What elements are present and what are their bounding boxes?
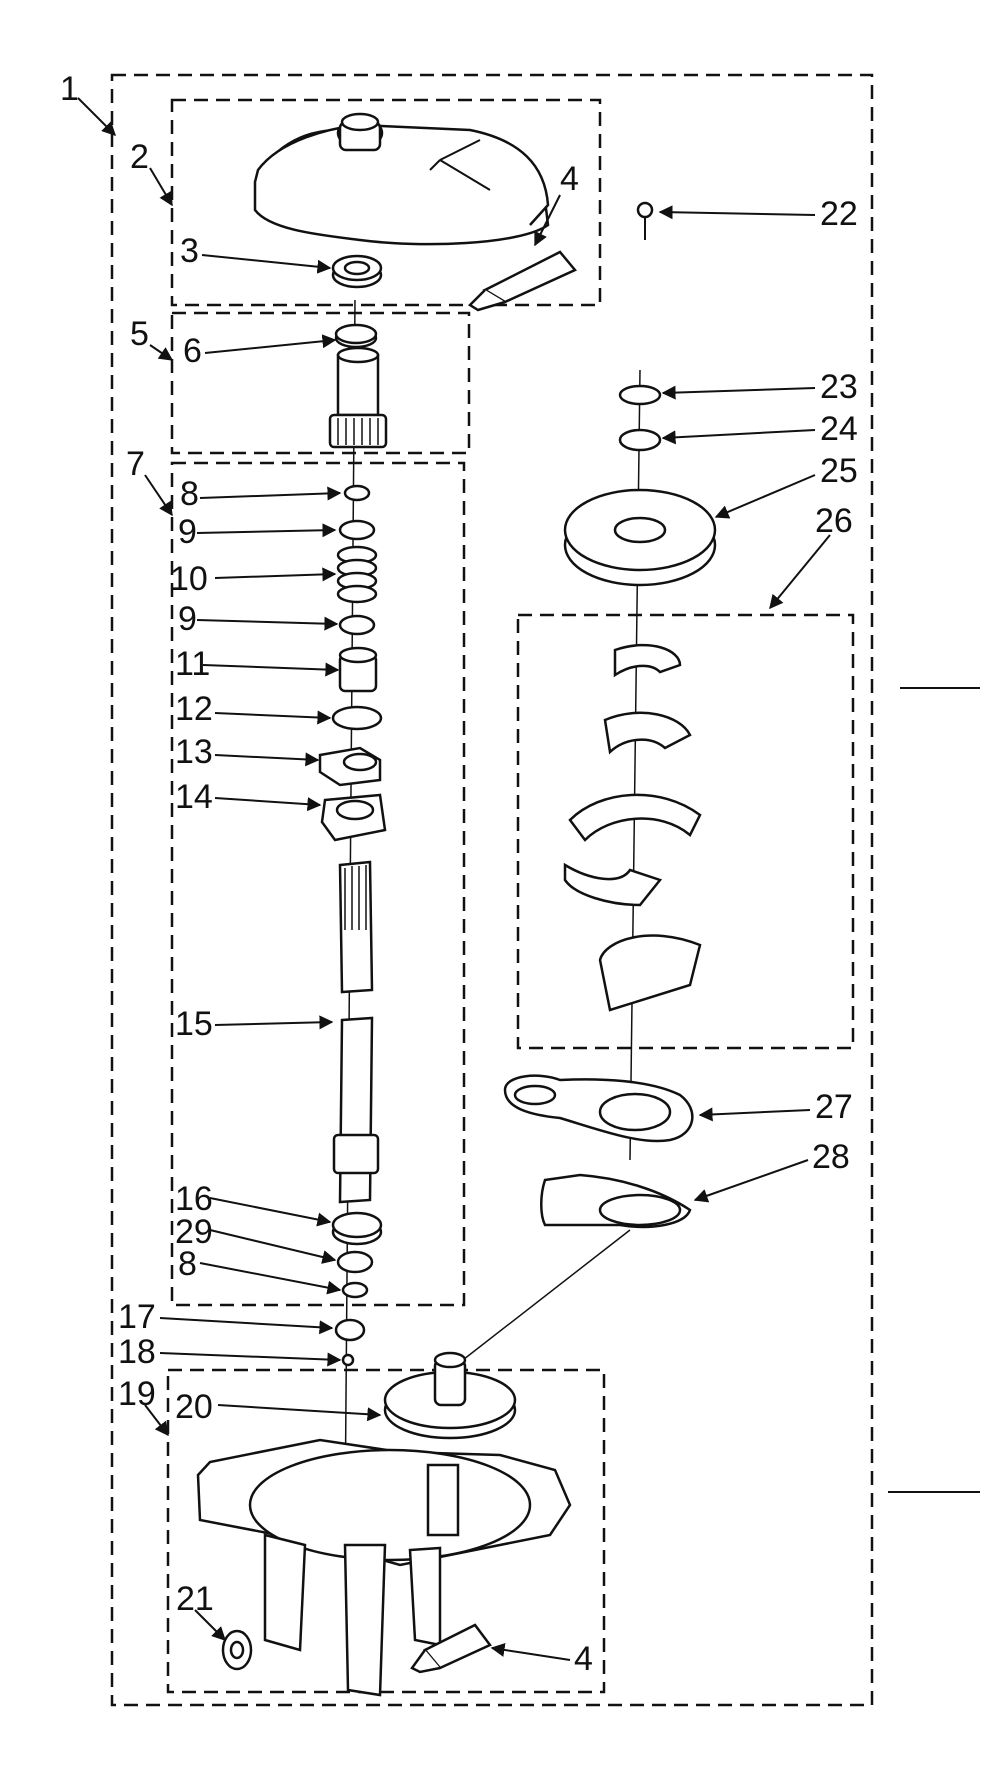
bearing-lower <box>331 1211 383 1246</box>
grease-tube-top <box>468 250 578 312</box>
callout-7: 7 <box>126 445 145 483</box>
washer-24 <box>618 428 662 452</box>
cam-assembly <box>563 643 702 1012</box>
washer-top <box>338 519 376 541</box>
callout-9-top: 9 <box>178 513 197 551</box>
callout-2: 2 <box>130 138 149 176</box>
callout-1: 1 <box>60 70 79 108</box>
agitator-shaft <box>332 860 380 1204</box>
washer-lower <box>336 1250 374 1274</box>
ring-23 <box>618 384 662 406</box>
spring <box>336 545 378 604</box>
callout-25: 25 <box>820 452 858 490</box>
callout-12: 12 <box>175 690 213 728</box>
callout-11: 11 <box>175 645 210 683</box>
callout-14: 14 <box>175 778 213 816</box>
right-axis-line <box>629 369 641 1161</box>
callout-21: 21 <box>176 1580 214 1618</box>
retaining-ring-top <box>343 484 371 502</box>
washer-mid <box>338 614 376 636</box>
drive-gear <box>563 488 717 587</box>
gearcase-base <box>196 1438 572 1697</box>
callout-4-top: 4 <box>560 160 579 198</box>
pinion-shaft <box>328 346 388 449</box>
gearcase-cover <box>253 112 550 246</box>
plug <box>334 1318 366 1342</box>
callout-28: 28 <box>812 1138 850 1176</box>
callout-6: 6 <box>183 332 202 370</box>
callout-23: 23 <box>820 368 858 406</box>
callout-16: 16 <box>175 1180 213 1218</box>
ring-gear <box>383 1351 517 1440</box>
callout-4-bottom: 4 <box>574 1640 593 1678</box>
callout-19: 19 <box>118 1375 156 1413</box>
thrust-washer <box>331 705 383 731</box>
callout-15: 15 <box>175 1005 213 1043</box>
leader-lines <box>77 97 831 1661</box>
callout-9-mid: 9 <box>178 600 197 638</box>
shift-fork <box>320 793 387 842</box>
grease-tube-bottom <box>410 1623 492 1674</box>
callout-29: 29 <box>175 1213 213 1251</box>
callout-8-top: 8 <box>180 475 199 513</box>
screw <box>636 201 654 240</box>
bushing <box>221 1629 253 1671</box>
group-box-7 <box>170 461 466 1307</box>
callout-26: 26 <box>815 502 853 540</box>
callout-17: 17 <box>118 1298 156 1336</box>
right-to-base-link <box>449 1229 631 1371</box>
callout-5: 5 <box>130 315 149 353</box>
ball <box>341 1353 355 1367</box>
group-box-5 <box>170 311 471 455</box>
retaining-ring-lower <box>341 1281 369 1299</box>
assembly-outline-1 <box>110 73 874 1707</box>
callout-22: 22 <box>820 195 858 233</box>
brake-yoke <box>503 1074 694 1143</box>
callout-20: 20 <box>175 1388 213 1426</box>
callout-3: 3 <box>180 232 199 270</box>
group-box-19 <box>166 1368 606 1694</box>
group-box-2 <box>170 98 602 307</box>
callout-10: 10 <box>170 560 208 598</box>
shifter <box>318 746 382 787</box>
callout-13: 13 <box>175 733 213 771</box>
callout-18: 18 <box>118 1333 156 1371</box>
group-box-26 <box>516 613 855 1050</box>
callout-24: 24 <box>820 410 858 448</box>
callout-27: 27 <box>815 1088 853 1126</box>
bearing <box>331 254 383 289</box>
clutch-gear <box>338 646 378 693</box>
drive-ring <box>540 1173 692 1229</box>
callout-8-lower: 8 <box>178 1245 197 1283</box>
seal <box>334 323 378 349</box>
